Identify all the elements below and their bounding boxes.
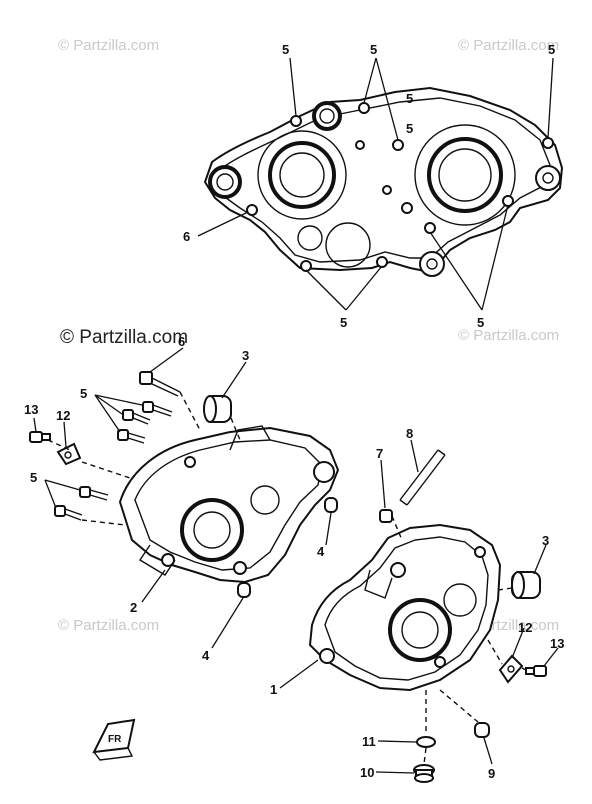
dowel-pins-left	[237, 497, 338, 598]
watermark-middle-left: © Partzilla.com	[60, 327, 189, 348]
callout-12-left: 12	[56, 408, 70, 423]
callout-5-top-e: 5	[406, 121, 413, 136]
bolt-set-left	[29, 371, 181, 521]
callout-13-right: 13	[550, 636, 564, 651]
watermark-bottom-left: © Partzilla.com	[58, 617, 160, 634]
callout-4-lower: 4	[202, 648, 210, 663]
bolt-13-left	[29, 431, 51, 443]
assembly-lines-right	[391, 515, 527, 765]
dowel-sleeve-right	[511, 571, 541, 599]
callout-12-right: 12	[518, 620, 532, 635]
watermark-top-left: © Partzilla.com	[58, 37, 160, 54]
callout-5-top-c: 5	[406, 91, 413, 106]
crankcase-bearing-right	[414, 124, 516, 226]
clamp-12-left	[56, 442, 82, 466]
bolt-13-right	[525, 665, 547, 677]
bolt-5a	[142, 401, 173, 417]
callout-5-top-d: 5	[548, 42, 555, 57]
lower-callout-leaders	[33, 347, 559, 774]
callout-5-bolts-b: 5	[30, 470, 37, 485]
watermark-top-right: © Partzilla.com	[458, 37, 560, 54]
callout-5-top-a: 5	[282, 42, 289, 57]
bolt-5e	[54, 505, 83, 521]
callout-10: 10	[360, 765, 374, 780]
callout-5-bolts-a: 5	[80, 386, 87, 401]
bolt-5b	[122, 409, 151, 425]
crankcase-left-half	[118, 425, 340, 584]
assembly-lines-left	[47, 391, 241, 526]
plug-9	[474, 722, 490, 738]
bolt-long-6	[139, 371, 181, 397]
callout-5-bottom-right: 5	[477, 315, 484, 330]
callout-13-left: 13	[24, 402, 38, 417]
bolt-5c	[117, 429, 146, 444]
crankcase-seals	[208, 101, 561, 277]
clamp-12-right	[498, 654, 524, 684]
front-badge-text: FR	[108, 734, 122, 745]
callout-7: 7	[376, 446, 383, 461]
callout-6-top: 6	[183, 229, 190, 244]
callout-2: 2	[130, 600, 137, 615]
callout-3-left: 3	[242, 348, 249, 363]
front-direction-badge: FR	[92, 718, 136, 761]
callout-6-bolt: 6	[178, 334, 185, 349]
drain-bolt-10	[413, 764, 435, 783]
crankcase-gasket-outline	[203, 86, 564, 274]
callout-5-bottom-left: 5	[340, 315, 347, 330]
dowel-sleeve-left	[203, 395, 232, 423]
crankcase-bearing-left	[257, 130, 347, 220]
crankcase-right-half	[308, 523, 502, 692]
callout-1: 1	[270, 682, 277, 697]
plug-7	[379, 509, 393, 523]
top-callout-leaders	[197, 57, 554, 311]
callout-4-upper: 4	[317, 544, 325, 559]
callout-11: 11	[362, 734, 376, 749]
callout-5-top-b: 5	[370, 42, 377, 57]
washer-11	[416, 736, 436, 748]
callout-8: 8	[406, 426, 413, 441]
bolt-5d	[79, 486, 109, 501]
watermark-middle-right: © Partzilla.com	[458, 327, 560, 344]
callout-9: 9	[488, 766, 495, 781]
callout-3-right: 3	[542, 533, 549, 548]
shaft-8	[399, 449, 446, 506]
